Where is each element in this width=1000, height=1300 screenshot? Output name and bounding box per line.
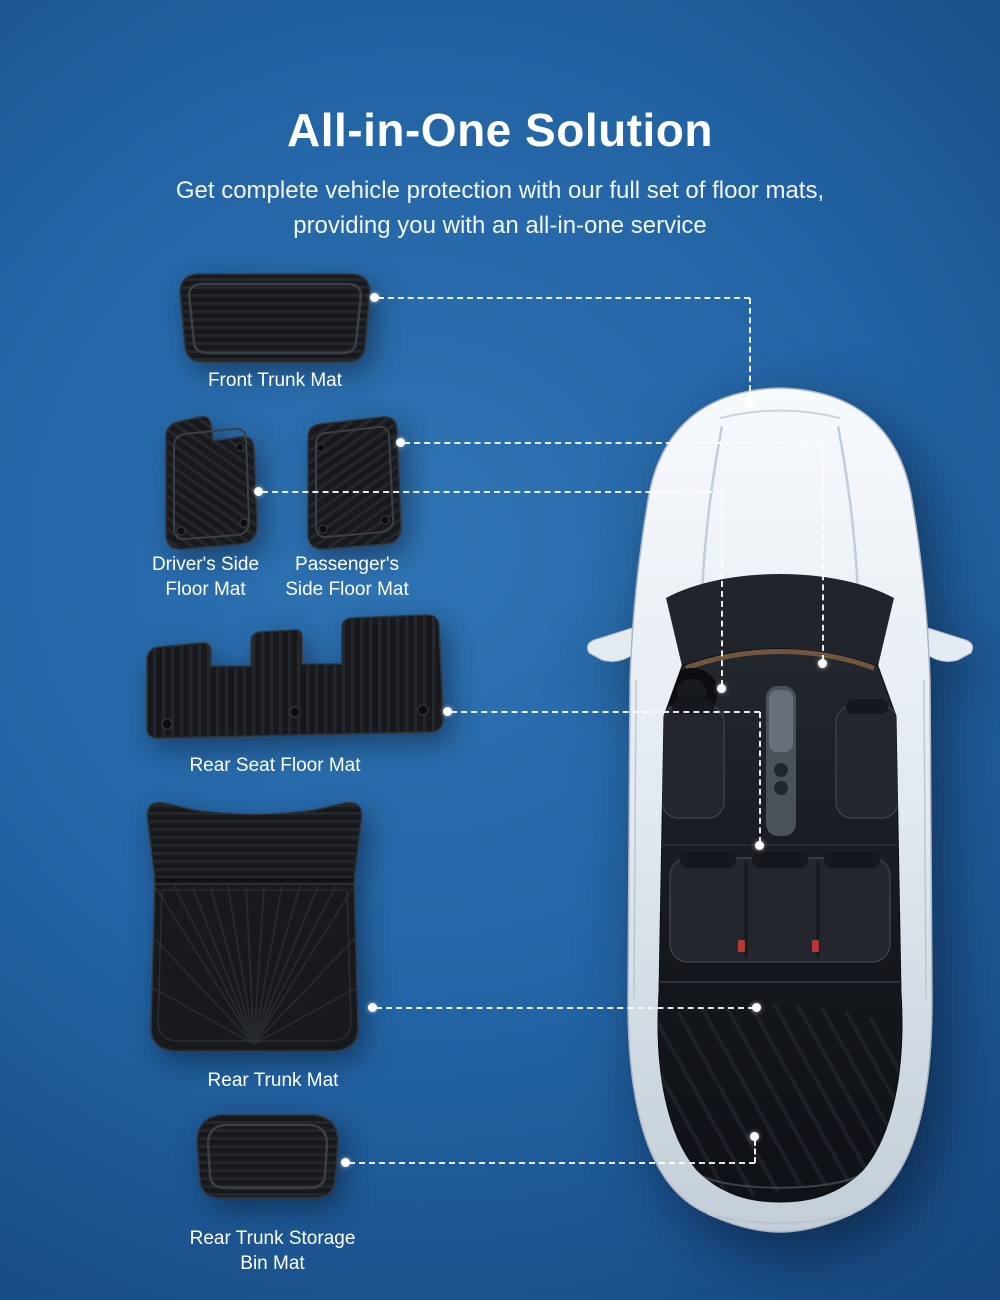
hood-crease-left xyxy=(700,425,724,596)
connector-dot xyxy=(818,659,827,668)
connector-line-h xyxy=(262,491,722,493)
front-trunk-mat-image xyxy=(170,262,380,372)
hatch-bottom-highlight xyxy=(699,1174,861,1189)
rear-headrest xyxy=(680,852,736,868)
rear-trunk-mat-image xyxy=(132,788,377,1068)
seatbelt-buckle xyxy=(812,940,819,952)
connector-line-h xyxy=(376,1007,754,1009)
rear-seat-floor-mat-image xyxy=(135,612,455,747)
passengers-side-floor-mat-label: Passenger's Side Floor Mat xyxy=(285,554,409,601)
passenger-seat xyxy=(835,705,899,819)
hood-crease-right xyxy=(836,425,860,596)
connector-line-h xyxy=(404,442,823,444)
cupholder xyxy=(774,781,788,795)
connector-line-h xyxy=(349,1162,755,1164)
rear-trunk-storage-bin-mat-image xyxy=(185,1105,350,1205)
connector-dot xyxy=(717,684,726,693)
connector-dot xyxy=(745,399,754,408)
connector-line-h xyxy=(378,297,750,299)
dashboard-trim xyxy=(685,649,875,671)
connector-dot xyxy=(341,1158,350,1167)
connector-dot xyxy=(750,1132,759,1141)
connector-dot xyxy=(755,841,764,850)
page-subtitle: Get complete vehicle protection with our… xyxy=(0,174,1000,244)
steering-wheel-hub xyxy=(677,679,707,705)
windshield xyxy=(666,574,894,666)
rear-bench-seat xyxy=(669,857,891,963)
connector-line-v xyxy=(822,443,824,661)
subtitle-line-1: Get complete vehicle protection with our… xyxy=(175,177,825,204)
driver-seat xyxy=(661,705,725,819)
passenger-headrest xyxy=(846,699,888,714)
door-seam-left xyxy=(633,679,637,1001)
car-top-view xyxy=(570,380,990,1240)
cupholder xyxy=(774,763,788,777)
drivers-side-floor-mat-image xyxy=(150,405,265,555)
connector-line-v xyxy=(749,298,751,401)
driver-headrest xyxy=(672,699,714,714)
door-seam-right xyxy=(923,679,927,1001)
subtitle-line-2: providing you with an all-in-one service xyxy=(293,211,707,239)
front-trunk-mat-label: Front Trunk Mat xyxy=(207,370,343,391)
car-illustration xyxy=(586,387,974,1233)
trunk-seam xyxy=(707,1213,853,1224)
rear-trunk-storage-bin-mat-label: Rear Trunk Storage Bin Mat xyxy=(189,1228,356,1275)
passengers-side-floor-mat-image xyxy=(290,408,410,553)
connector-dot xyxy=(443,707,452,716)
connector-line-v xyxy=(754,1140,756,1163)
connector-line-v xyxy=(721,492,723,686)
connector-dot xyxy=(396,438,405,447)
right-mirror xyxy=(925,627,974,662)
connector-line-v xyxy=(759,712,761,843)
rear-headrest xyxy=(752,852,808,868)
page-title: All-in-One Solution xyxy=(287,104,713,156)
connector-dot xyxy=(254,487,263,496)
connector-dot xyxy=(368,1003,377,1012)
console-screen-area xyxy=(769,690,793,752)
connector-line-h xyxy=(451,711,760,713)
drivers-side-floor-mat-label: Driver's Side Floor Mat xyxy=(151,554,260,601)
front-trunk-seam xyxy=(719,409,841,419)
seatbelt-buckle xyxy=(738,940,745,952)
rear-trunk-mat-label: Rear Trunk Mat xyxy=(207,1070,339,1091)
rear-headrest xyxy=(824,852,880,868)
connector-dot xyxy=(752,1003,761,1012)
connector-dot xyxy=(370,293,379,302)
rear-seat-floor-mat-label: Rear Seat Floor Mat xyxy=(189,755,361,776)
trunk-mat-fan-ribs xyxy=(152,885,357,1045)
left-mirror xyxy=(586,627,635,662)
